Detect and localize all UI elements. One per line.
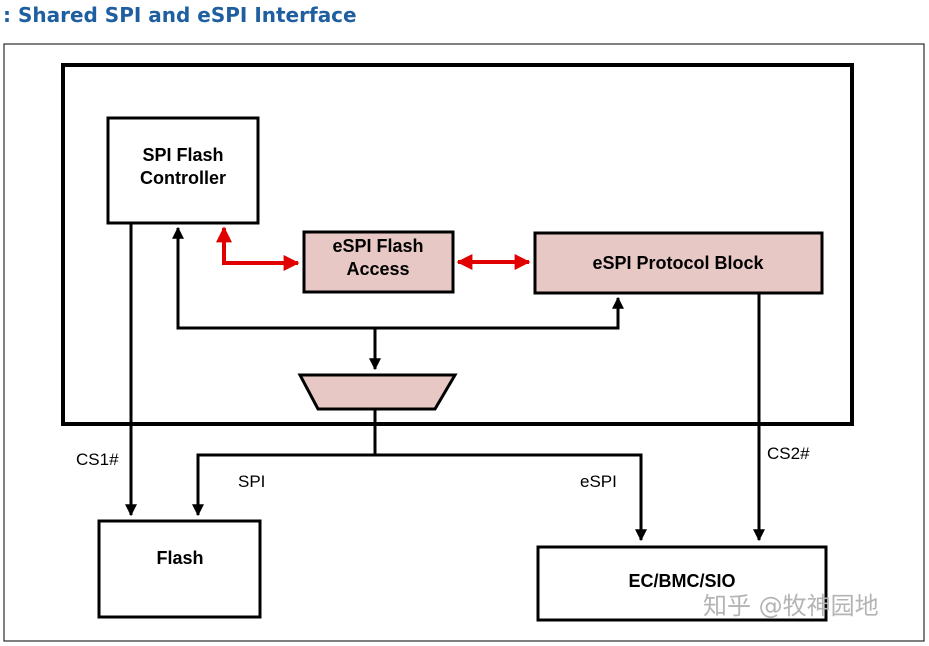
spi-flash-controller-label-1: SPI Flash [142, 145, 223, 165]
chip-boundary [61, 63, 854, 426]
espi-protocol-block-label: eSPI Protocol Block [592, 253, 764, 273]
espi-flash-access-block: eSPI Flash Access [302, 230, 455, 294]
flash-block: Flash [97, 519, 262, 619]
espi-flash-access-label-1: eSPI Flash [332, 236, 423, 256]
espi-label: eSPI [580, 472, 617, 491]
espi-branch-arrow [375, 453, 647, 542]
cs1-label: CS1# [76, 450, 119, 469]
ec-bmc-sio-label: EC/BMC/SIO [628, 571, 735, 591]
cs2-label: CS2# [767, 444, 810, 463]
espi-flash-access-label-2: Access [346, 259, 409, 279]
ec-bmc-sio-block: EC/BMC/SIO [536, 545, 828, 622]
figure-frame [3, 43, 925, 642]
watermark-text: 知乎 @牧神园地 [703, 592, 879, 620]
spi-branch-arrow [192, 453, 375, 517]
controller-access-red-arrow [216, 226, 300, 271]
spi-flash-controller-label-2: Controller [140, 168, 226, 188]
spi-flash-controller-block: SPI Flash Controller [106, 116, 260, 225]
spi-label: SPI [238, 472, 265, 491]
internal-bus-arrow [172, 226, 624, 330]
espi-protocol-block: eSPI Protocol Block [533, 231, 824, 295]
figure-caption: : Shared SPI and eSPI Interface [3, 3, 357, 27]
mux-trapezoid [297, 373, 458, 411]
flash-label: Flash [156, 548, 203, 568]
